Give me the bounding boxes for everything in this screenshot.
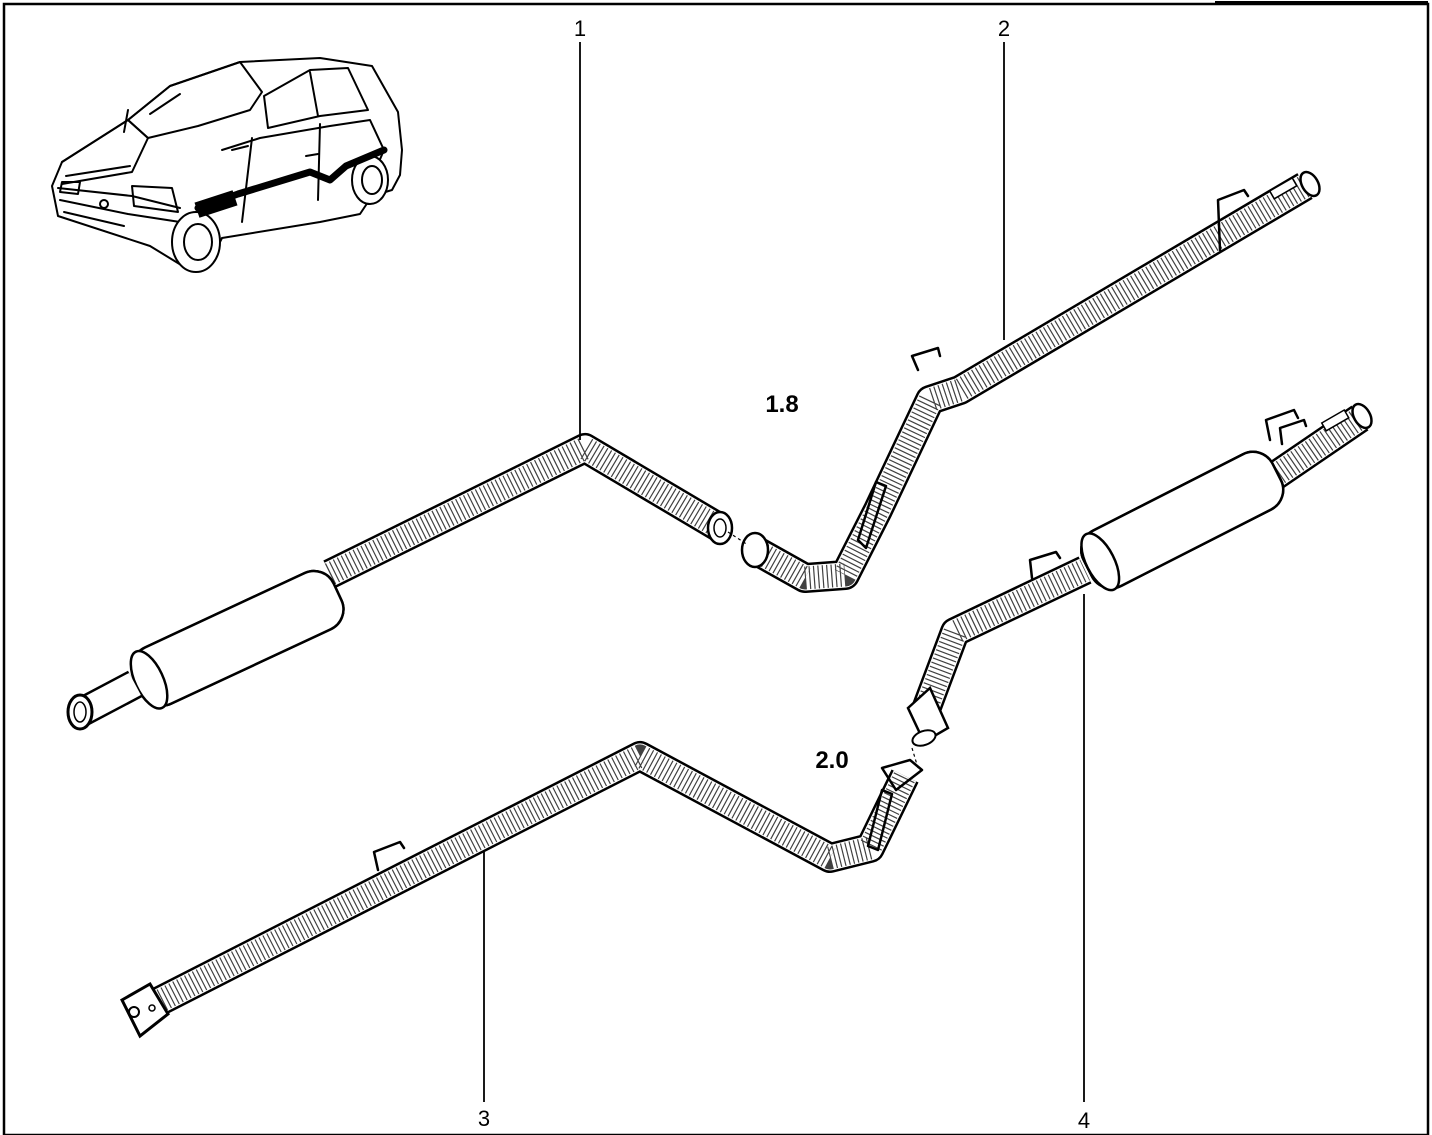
variant-label-1-8: 1.8 (765, 391, 798, 418)
part-4-muffler (1080, 450, 1285, 592)
part-1-muffler (66, 569, 345, 731)
car-exhaust-highlight (194, 146, 388, 218)
callout-2: 2 (998, 16, 1010, 41)
part-4-rear-pipe-2-0 (906, 402, 1373, 747)
callout-4: 4 (1078, 1108, 1090, 1133)
part-3-front-pipe-2-0 (120, 741, 924, 1039)
part-2-rear-pipe-1-8 (740, 170, 1321, 593)
car-illustration (51, 57, 403, 273)
callout-3: 3 (478, 1106, 490, 1131)
part-1-front-pipe-1-8 (323, 433, 734, 588)
callout-1: 1 (574, 16, 586, 41)
joint-hint-1-8 (727, 531, 749, 546)
variant-label-2-0: 2.0 (815, 747, 848, 774)
